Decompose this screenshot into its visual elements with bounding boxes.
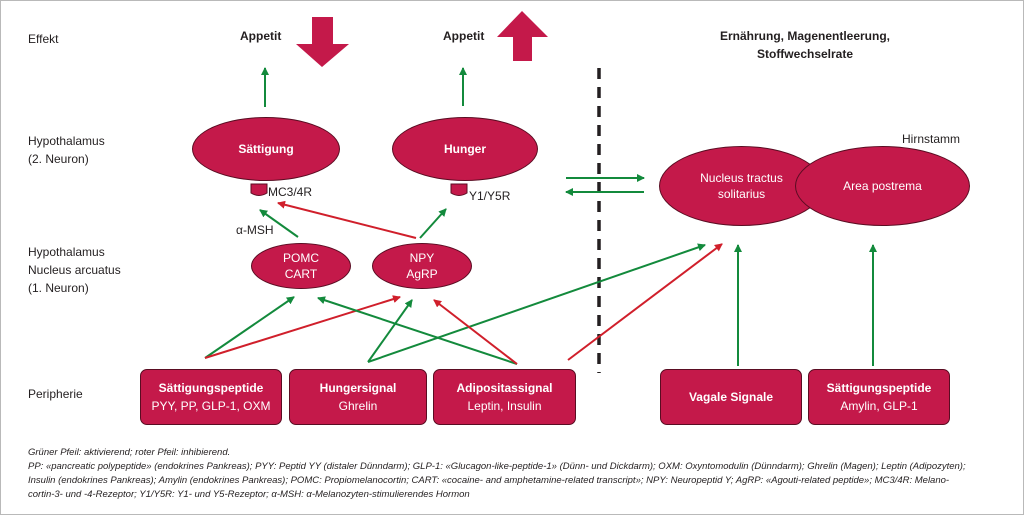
periphery-subtitle: Amylin, GLP-1 — [840, 399, 918, 413]
periphery-box-hungersignal: Hungersignal Ghrelin — [289, 369, 427, 425]
amsh-label: α-MSH — [236, 223, 274, 237]
mc34r-receptor-icon — [250, 183, 268, 196]
periphery-title: Sättigungspeptide — [158, 381, 264, 395]
effect-appetit-decrease: Appetit — [240, 29, 282, 43]
periphery-title: Adipositassignal — [456, 381, 553, 395]
periphery-title: Vagale Signale — [688, 390, 774, 404]
periphery-subtitle: Ghrelin — [338, 399, 378, 413]
arrow-ghrelin-to-npy — [367, 299, 413, 363]
periphery-box-saettigungspeptide: Sättigungspeptide PYY, PP, GLP-1, OXM — [140, 369, 282, 425]
appetit-increase-arrow — [497, 11, 548, 61]
arrow-pomc-to-mc34r — [259, 209, 299, 238]
y1y5r-receptor-icon — [450, 183, 468, 196]
arrow-saettigungspeptide-inhibit-npy — [204, 295, 401, 359]
effect-metabolism: Ernährung, Magenentleerung, Stoffwechsel… — [719, 29, 890, 61]
y1y5r-label: Y1/Y5R — [469, 189, 511, 203]
row-label-effekt: Effekt — [28, 32, 59, 46]
periphery-box-saettigungspeptide-amylin: Sättigungspeptide Amylin, GLP-1 — [808, 369, 950, 425]
hunger-neuron: Hunger — [392, 117, 538, 181]
periphery-subtitle: PYY, PP, GLP-1, OXM — [151, 399, 271, 413]
arrow-ghrelin-to-nts — [367, 243, 706, 363]
arrow-periphery-inhibit-nts — [567, 243, 723, 361]
footnote: Grüner Pfeil: aktivierend; roter Pfeil: … — [28, 446, 1003, 502]
mc34r-label: MC3/4R — [268, 185, 313, 199]
footnote-line: PP: «pancreatic polypeptide» (endokrines… — [28, 461, 966, 472]
pomc-cart-neuron: POMC CART — [251, 243, 351, 289]
arrow-leptin-inhibit-npy — [433, 299, 518, 365]
effect-appetit-increase: Appetit — [443, 29, 485, 43]
periphery-box-adipositassignal: Adipositassignal Leptin, Insulin — [433, 369, 576, 425]
periphery-subtitle: Leptin, Insulin — [467, 399, 542, 413]
row-label-hypothalamus-2: Hypothalamus (2. Neuron) — [28, 134, 105, 166]
npy-agrp-neuron: NPY AgRP — [372, 243, 472, 289]
arrow-leptin-to-pomc — [317, 296, 518, 365]
arrow-saettigungspeptide-to-pomc — [204, 296, 295, 359]
periphery-title: Hungersignal — [319, 381, 397, 395]
periphery-title: Sättigungspeptide — [826, 381, 932, 395]
hirnstamm-label: Hirnstamm — [902, 132, 961, 146]
saettigung-neuron: Sättigung — [192, 117, 340, 181]
area-postrema: Area postrema — [795, 146, 970, 226]
appetit-decrease-arrow — [296, 17, 349, 67]
row-label-hypothalamus-1: Hypothalamus Nucleus arcuatus (1. Neuron… — [28, 245, 121, 295]
periphery-box-vagale-signale: Vagale Signale — [660, 369, 802, 425]
arrow-npy-inhibit-mc34r — [277, 200, 417, 239]
arrow-npy-to-y1y5r — [419, 208, 447, 239]
footnote-legend: Grüner Pfeil: aktivierend; roter Pfeil: … — [28, 447, 231, 458]
footnote-line: cortin-3- und -4-Rezeptor; Y1/Y5R: Y1- u… — [28, 489, 470, 500]
footnote-line: Insulin (endokrines Pankreas); Amylin (e… — [28, 475, 950, 486]
row-label-peripherie: Peripherie — [28, 387, 83, 401]
